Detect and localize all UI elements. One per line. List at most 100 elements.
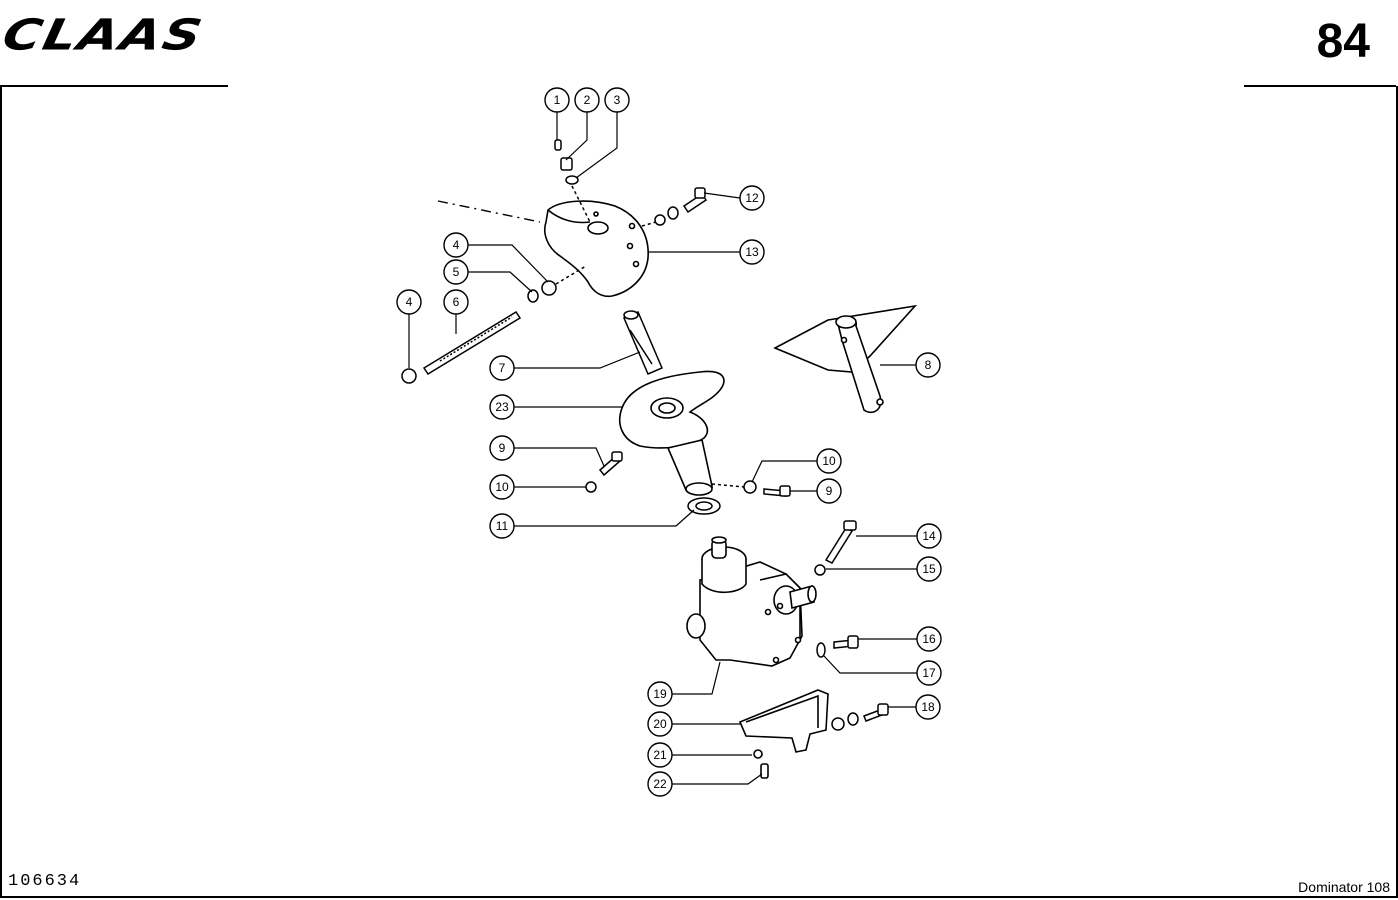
callout-circle [647, 681, 673, 707]
page-frame [0, 86, 1398, 898]
callout-18: 18 [888, 694, 941, 720]
callout-label: 10 [495, 480, 509, 494]
callout-circle [489, 394, 515, 420]
callout-label: 1 [554, 93, 561, 107]
callout-circle [915, 694, 941, 720]
crank-plate-23 [618, 370, 725, 496]
callout-label: 23 [495, 400, 509, 414]
callout-6: 6 [443, 289, 469, 334]
callout-circle [647, 711, 673, 737]
callout-label: 15 [922, 562, 936, 576]
callout-5: 5 [443, 259, 533, 293]
callout-circle [916, 523, 942, 549]
callout-label: 12 [745, 191, 759, 205]
callout-label: 2 [584, 93, 591, 107]
callout-label: 5 [453, 265, 460, 279]
callout-label: 21 [653, 748, 667, 762]
callout-label: 16 [922, 632, 936, 646]
callout-circle [739, 239, 765, 265]
callout-19: 19 [647, 661, 721, 707]
callout-circle [443, 232, 469, 258]
callout-label: 9 [499, 441, 506, 455]
callout-14: 14 [856, 523, 942, 549]
callout-16: 16 [858, 626, 942, 652]
callout-label: 20 [653, 717, 667, 731]
callout-circle [647, 742, 673, 768]
callout-circle [916, 556, 942, 582]
callout-circle [489, 513, 515, 539]
callout-label: 3 [614, 93, 621, 107]
machine-model: Dominator 108 [1298, 879, 1390, 895]
callout-label: 13 [745, 245, 759, 259]
callout-label: 18 [921, 700, 935, 714]
callout-circle [443, 259, 469, 285]
gearbox-fasteners [814, 520, 859, 658]
leader-line [514, 447, 605, 467]
arm-8 [773, 304, 918, 414]
gear-housing-part [437, 200, 649, 298]
callout-label: 7 [499, 361, 506, 375]
callout-3: 3 [575, 87, 630, 179]
gearbox-19 [686, 536, 817, 667]
callout-17: 17 [823, 655, 942, 686]
callout-label: 4 [453, 238, 460, 252]
callout-circle [544, 87, 570, 113]
callout-label: 22 [653, 777, 667, 791]
leader-line [672, 661, 721, 695]
callout-label: 19 [653, 687, 667, 701]
callout-circle [916, 660, 942, 686]
leader-line [703, 192, 741, 199]
callout-circle [816, 448, 842, 474]
callout-13: 13 [648, 239, 765, 265]
callout-circle [816, 478, 842, 504]
callout-circle [647, 771, 673, 797]
callout-circle [915, 352, 941, 378]
leader-line [514, 351, 641, 369]
leader-line [468, 271, 533, 293]
shaft-7 [623, 310, 663, 375]
callout-circle [574, 87, 600, 113]
leader-line [514, 509, 695, 527]
bolt-12-assembly [641, 187, 708, 227]
drawing-number: 106634 [8, 872, 82, 891]
callout-circle [916, 626, 942, 652]
callout-12: 12 [703, 185, 765, 211]
callout-label: 17 [922, 666, 936, 680]
callout-2: 2 [565, 87, 600, 161]
callout-20: 20 [647, 711, 740, 737]
callout-label: 9 [826, 484, 833, 498]
callout-4: 4 [443, 232, 549, 283]
callout-circle [489, 435, 515, 461]
callout-7: 7 [489, 351, 641, 381]
callout-circle [396, 289, 422, 315]
bracket-fasteners [831, 703, 889, 731]
nut-washer-4-5 [527, 265, 587, 303]
callout-circle [739, 185, 765, 211]
callout-circle [489, 474, 515, 500]
leader-line [751, 460, 817, 483]
leader-line [575, 112, 618, 179]
callout-circle [489, 355, 515, 381]
callout-label: 11 [496, 519, 509, 533]
callout-22: 22 [647, 771, 763, 797]
bracket-20 [738, 689, 829, 779]
callout-4: 4 [396, 289, 422, 368]
callout-label: 8 [925, 358, 932, 372]
bolt-nut-set [585, 451, 791, 515]
leader-line [823, 655, 917, 674]
callout-8: 8 [880, 352, 941, 378]
callout-10: 10 [489, 474, 586, 500]
leader-line [565, 112, 588, 161]
callout-15: 15 [826, 556, 942, 582]
threaded-rod-6 [401, 310, 522, 384]
leader-line [672, 773, 763, 785]
callout-9: 9 [790, 478, 842, 504]
callout-label: 4 [406, 295, 413, 309]
callout-1: 1 [544, 87, 570, 140]
leader-line [468, 244, 549, 283]
grease-nipple-parts [554, 139, 591, 223]
callout-23: 23 [489, 394, 622, 420]
callout-label: 10 [822, 454, 836, 468]
